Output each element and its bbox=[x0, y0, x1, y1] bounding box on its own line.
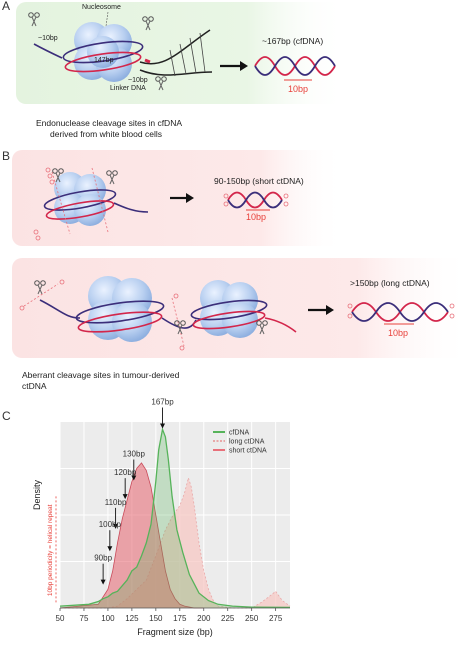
wrapped-dna-short bbox=[43, 189, 149, 220]
annotation-arrowhead bbox=[122, 494, 128, 500]
annotation-label: 100bp bbox=[99, 520, 122, 529]
period-label: 10bp bbox=[288, 84, 308, 94]
legend-label: short ctDNA bbox=[229, 448, 267, 455]
x-tick-label: 100 bbox=[101, 614, 115, 623]
annotation-arrowhead bbox=[107, 546, 113, 552]
series-area-short-ctdna bbox=[60, 462, 204, 608]
series-line-short-ctdna bbox=[59, 462, 204, 609]
dna-helix-icon bbox=[254, 56, 336, 76]
x-tick-label: 275 bbox=[269, 614, 283, 623]
panel-b-letter: B bbox=[2, 149, 10, 163]
x-tick-label: 200 bbox=[197, 614, 211, 623]
legend-label: long ctDNA bbox=[229, 439, 265, 446]
wrapped-dna-long bbox=[39, 299, 297, 333]
series-area-long-ctdna bbox=[60, 477, 290, 608]
y-axis-title: Density bbox=[32, 479, 42, 510]
x-tick-label: 125 bbox=[125, 614, 139, 623]
panel-c-letter: C bbox=[2, 409, 11, 423]
x-axis-title: Fragment size (bp) bbox=[137, 627, 213, 637]
arrow-right-icon bbox=[220, 61, 248, 71]
cut-distance-label-linker: ~10bp bbox=[128, 77, 148, 84]
long-period-label: 10bp bbox=[388, 328, 408, 338]
nucleosome-label: Nucleosome bbox=[82, 4, 121, 11]
panel-a: A Nucleosome ~10bp 147bp bbox=[2, 0, 346, 139]
annotation-arrowhead bbox=[131, 475, 137, 481]
x-tick-label: 225 bbox=[221, 614, 235, 623]
series-line-cfdna bbox=[59, 427, 291, 609]
panel-b-caption-line2: ctDNA bbox=[22, 381, 47, 391]
linker-dna bbox=[139, 29, 213, 77]
annotation-arrowhead bbox=[113, 523, 119, 529]
panel-a-letter: A bbox=[2, 0, 10, 13]
cut-distance-label-left: ~10bp bbox=[38, 35, 58, 42]
wrap-length-label: 147bp bbox=[94, 57, 114, 64]
dna-helix-icon bbox=[227, 191, 283, 209]
annotation-arrowhead bbox=[160, 423, 166, 429]
x-tick-label: 50 bbox=[56, 614, 65, 623]
panel-a-caption-line2: derived from white blood cells bbox=[50, 129, 162, 139]
annotation-label: 130bp bbox=[123, 450, 146, 459]
panel-b: B 90-150bp (short ctDNA) bbox=[2, 149, 472, 391]
arrow-right-icon bbox=[170, 193, 194, 203]
panel-b-caption-line1: Aberrant cleavage sites in tumour-derive… bbox=[22, 370, 180, 380]
annotation-label: 90bp bbox=[94, 554, 112, 563]
linker-dna-label: Linker DNA bbox=[110, 85, 146, 92]
long-fragment-label: >150bp (long ctDNA) bbox=[350, 278, 430, 288]
short-fragment-label: 90-150bp (short ctDNA) bbox=[214, 176, 304, 186]
legend-label: cfDNA bbox=[229, 430, 250, 437]
x-tick-label: 75 bbox=[80, 614, 89, 623]
fragment-size-label: ~167bp (cfDNA) bbox=[262, 36, 323, 46]
panel-a-caption-line1: Endonuclease cleavage sites in cfDNA bbox=[36, 118, 182, 128]
x-tick-label: 250 bbox=[245, 614, 259, 623]
annotation-label: 167bp bbox=[151, 397, 174, 406]
x-tick-label: 175 bbox=[173, 614, 187, 623]
annotation-arrowhead bbox=[100, 579, 106, 585]
x-tick-label: 150 bbox=[149, 614, 163, 623]
periodicity-label: 10bp periodicity = helical repeat bbox=[47, 504, 54, 596]
annotation-label: 120bp bbox=[114, 468, 137, 477]
annotation-label: 110bp bbox=[105, 498, 127, 507]
wrapped-dna bbox=[33, 40, 144, 73]
arrow-right-icon bbox=[308, 305, 334, 315]
short-period-label: 10bp bbox=[246, 212, 266, 222]
dna-helix-icon bbox=[351, 302, 449, 322]
